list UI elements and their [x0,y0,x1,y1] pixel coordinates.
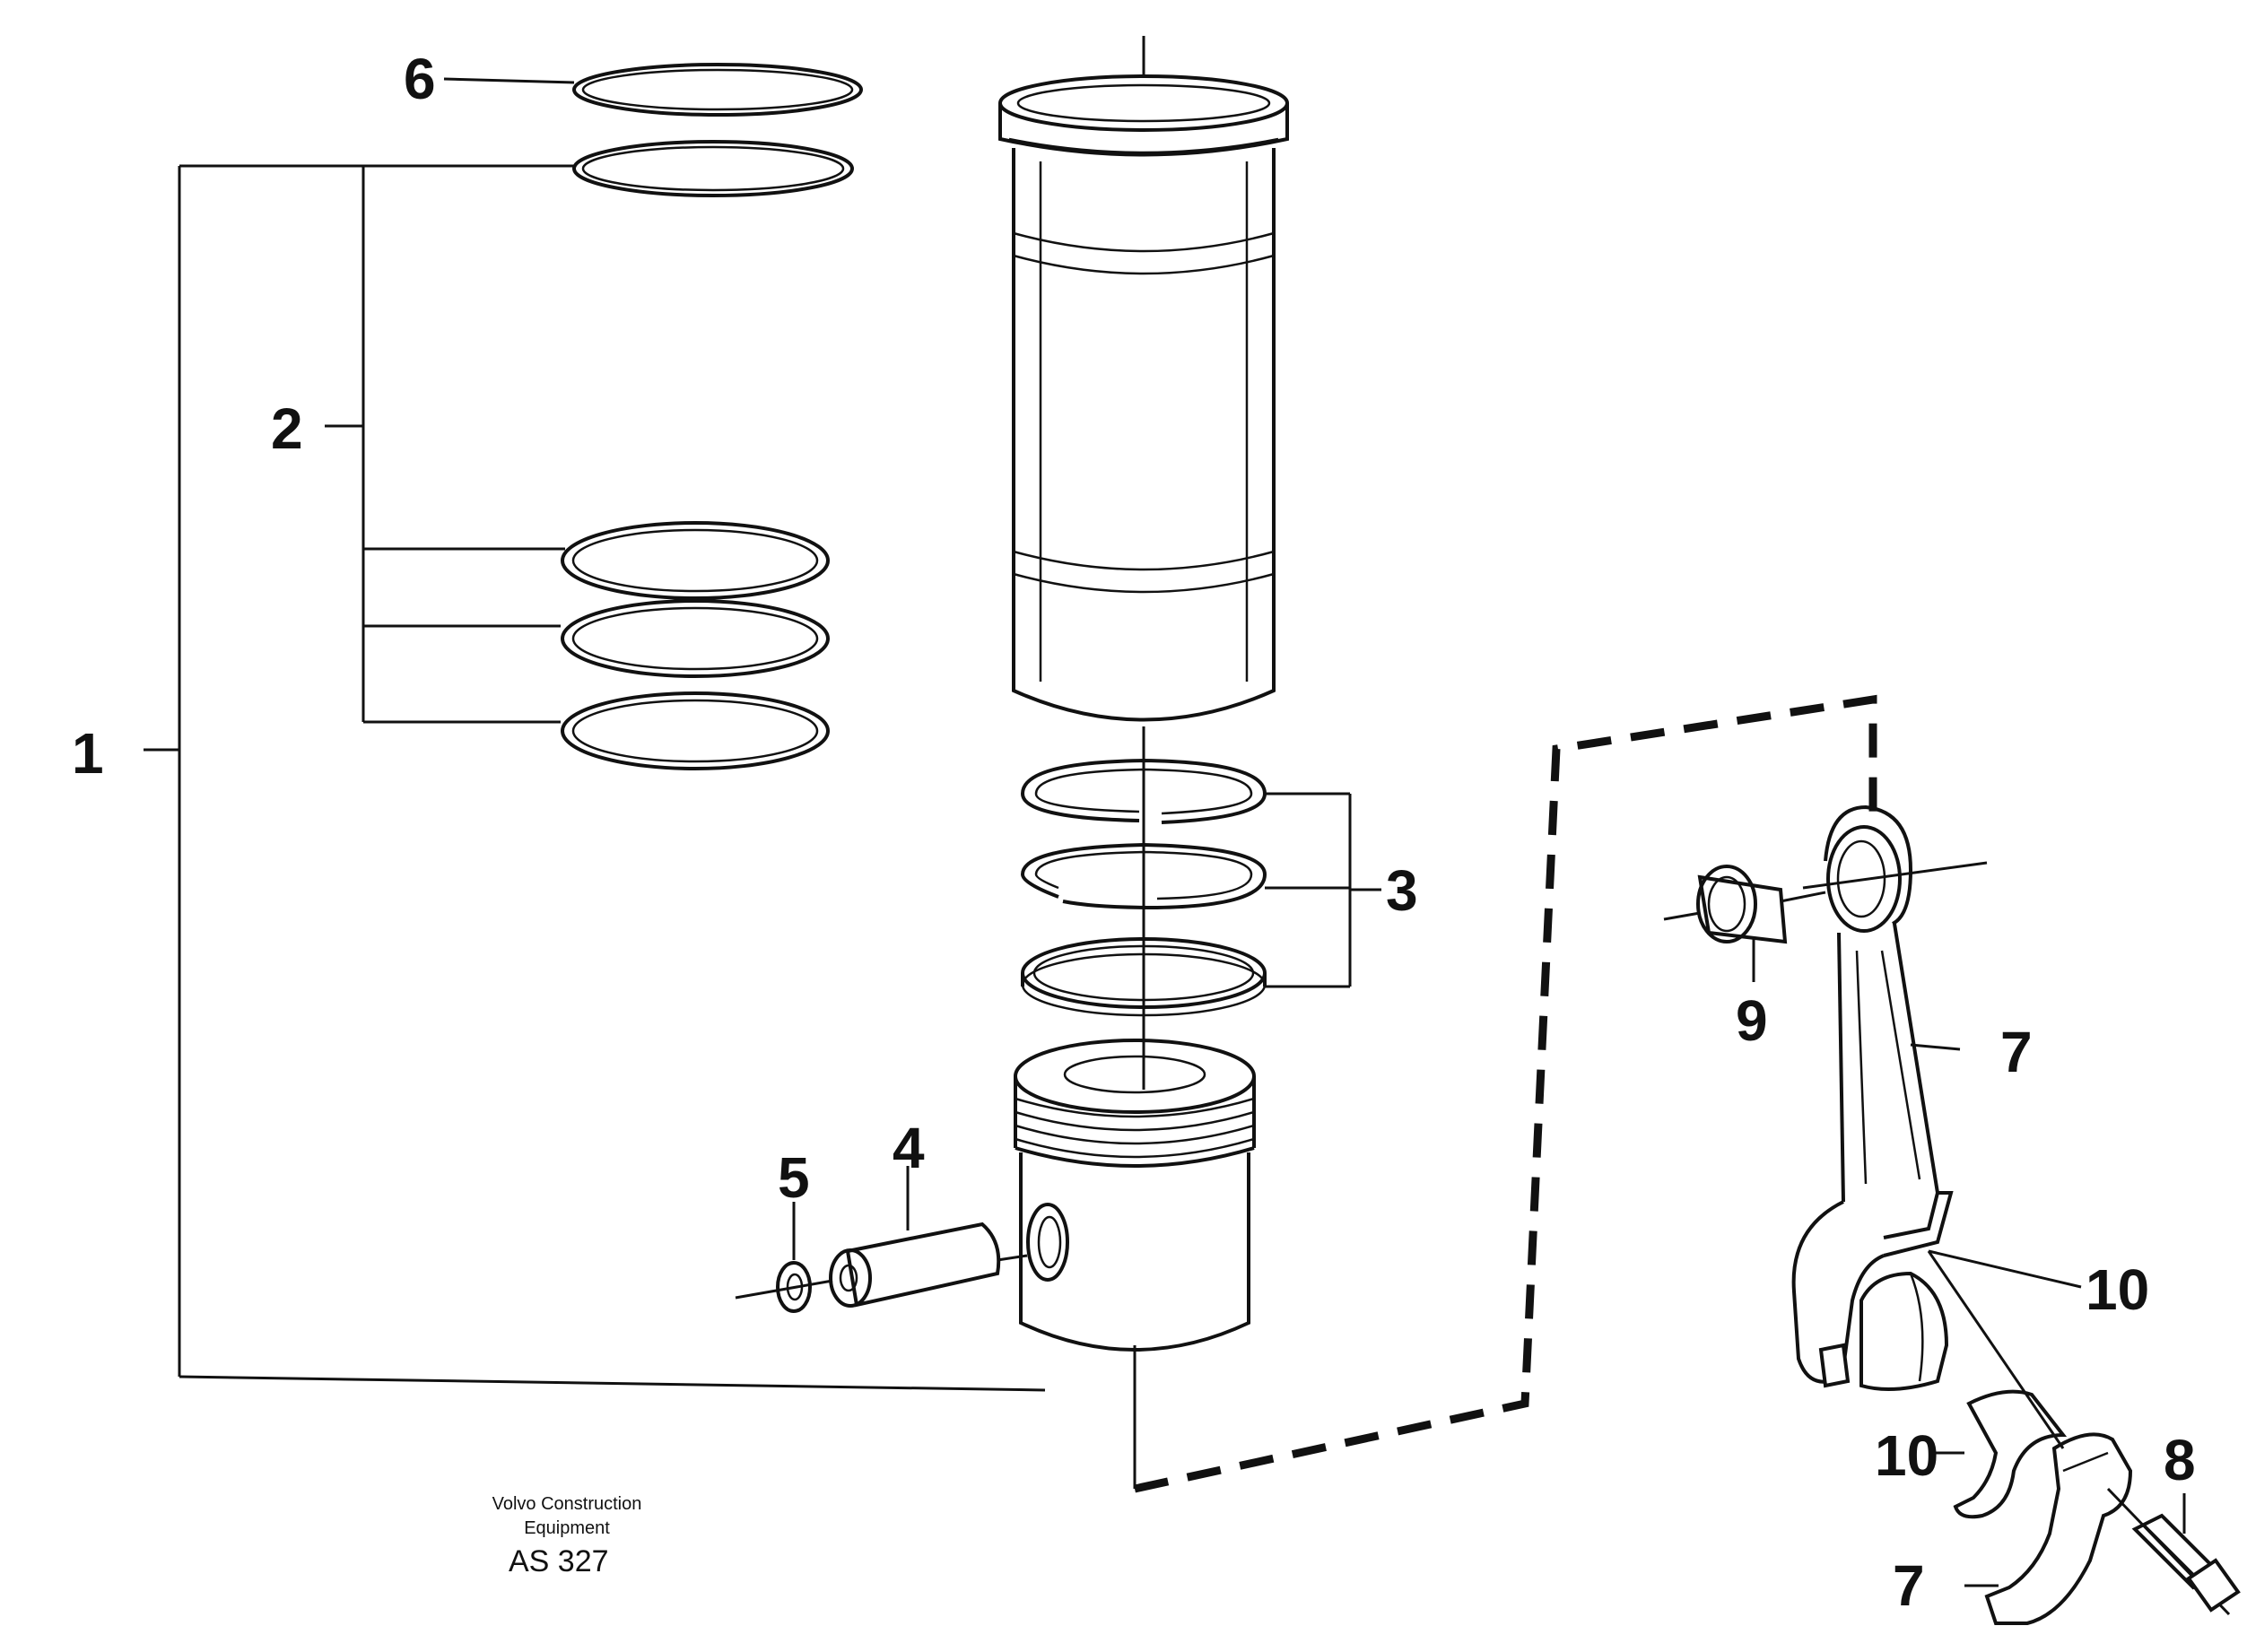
bearing-shell-upper [1927,1249,2082,1449]
callout-label-4: 4 [893,1116,925,1180]
ring-2-a [561,521,830,600]
brand-line-2: Equipment [524,1518,610,1538]
bearing-shell-lower [1929,1389,2068,1519]
circlip [735,1202,833,1313]
connecting-rod-cap [1964,1432,2133,1625]
callout-1-bracket [144,164,1046,1392]
brand-line-1: Volvo Construction [492,1494,642,1514]
callout-label-10-upper: 10 [2086,1257,2149,1322]
piston [1014,1039,1256,1489]
callout-label-1: 1 [72,721,104,786]
callout-label-8: 8 [2164,1428,2196,1492]
callout-label-2: 2 [271,396,303,461]
callout-2-bracket [325,166,565,724]
connecting-rod [1791,804,1988,1391]
assembly-path [1134,694,1877,1493]
cylinder-liner [998,36,1289,1090]
callout-label-5: 5 [778,1145,810,1210]
callout-label-6: 6 [404,47,436,111]
rod-bolt [2106,1487,2241,1616]
callout-label-10-lower: 10 [1875,1423,1938,1488]
callout-label-9: 9 [1736,988,1768,1053]
callout-3-bracket [1265,792,1381,988]
ring-3-top [1020,758,1267,824]
small-end-bushing [1663,865,1826,982]
callout-label-3: 3 [1386,858,1418,923]
ring-3-mid [1020,842,1267,910]
ring-3-oil [1021,937,1267,1017]
callout-label-7-rod: 7 [2000,1020,2033,1084]
ring-2-c [561,691,830,770]
ring-2-top [572,140,854,197]
drawing-code: AS 327 [509,1544,609,1578]
piston-pin [829,1166,1028,1308]
callout-label-7-cap: 7 [1893,1553,1925,1618]
ring-2-b [561,599,830,678]
ring-6 [443,63,863,117]
